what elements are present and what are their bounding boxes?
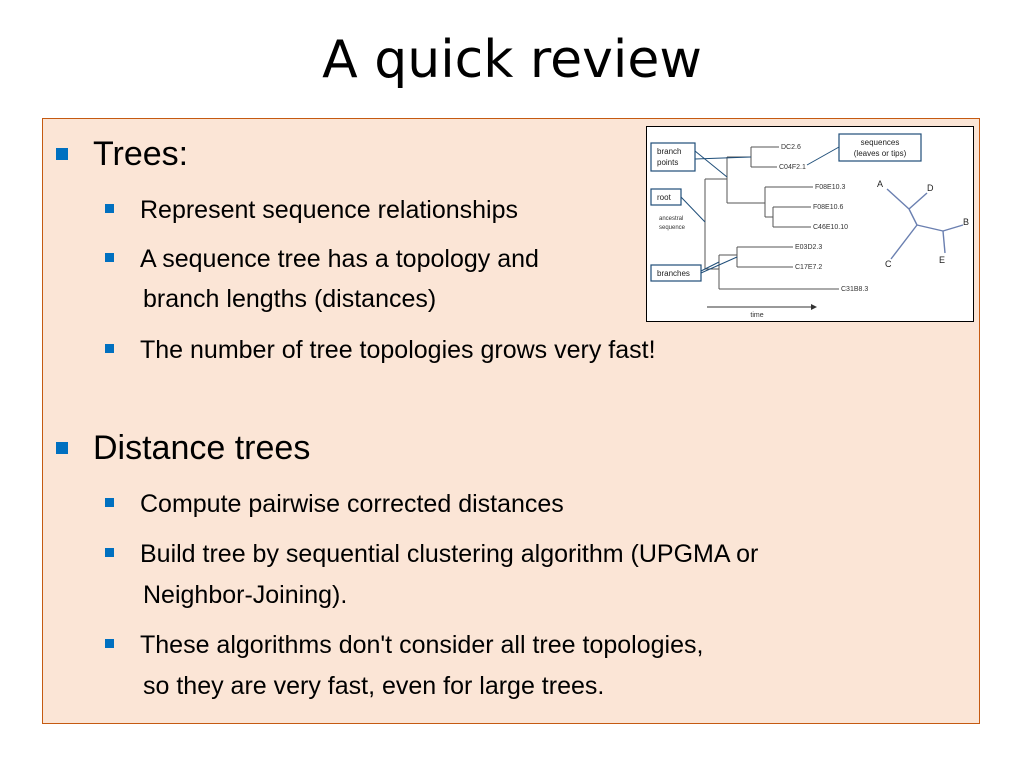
node-label: E [939,255,945,265]
callout-labels: branch points root branches sequences (l… [657,138,907,278]
node-label: B [963,217,969,227]
callout-pointers [680,146,840,274]
tree-diagram-svg: DC2.6 C04F2.1 F08E10.3 F08E10.6 C46E10.1… [650,133,969,319]
bullet-trees: Trees: [56,134,188,174]
bullet-algorithms: These algorithms don't consider all tree… [105,625,703,665]
bullet-build-tree-cont: Neighbor-Joining). [143,575,347,615]
callout-text: branches [657,269,690,278]
bullet-build-tree: Build tree by sequential clustering algo… [105,534,758,574]
bullet-topology: A sequence tree has a topology and [105,239,539,279]
bullet-text: branch lengths (distances) [143,285,437,313]
bullet-square-icon [105,548,114,557]
leaf-label: DC2.6 [781,144,801,151]
bullet-algorithms-cont: so they are very fast, even for large tr… [143,666,604,706]
bullet-distance-trees: Distance trees [56,428,310,468]
bullet-square-icon [105,498,114,507]
bullet-text: Represent sequence relationships [140,196,519,224]
node-label: D [927,183,934,193]
leaf-label: C31B8.3 [841,286,868,293]
callout-text: branch [657,147,681,156]
callout-branch-points [650,142,696,172]
callout-text: root [657,193,672,202]
bullet-text: A sequence tree has a topology and [140,245,539,273]
bullet-topology-cont: branch lengths (distances) [143,279,436,319]
leaf-label: C04F2.1 [779,164,806,171]
bullet-number-topologies: The number of tree topologies grows very… [105,330,656,370]
bullet-square-icon [56,442,68,454]
ancestral-text: ancestral [659,216,683,222]
bullet-square-icon [56,148,68,160]
leaf-label: F08E10.6 [813,204,843,211]
leaf-label: C46E10.10 [813,224,848,231]
bullet-text: so they are very fast, even for large tr… [143,672,605,700]
ancestral-text: sequence [659,225,686,231]
bullet-text: Trees: [93,135,189,173]
bullet-represent: Represent sequence relationships [105,190,518,230]
bullet-text: The number of tree topologies grows very… [140,336,656,364]
ancestral-label: ancestral sequence [659,216,686,231]
leaf-label: E03D2.3 [795,244,822,251]
bullet-text: Build tree by sequential clustering algo… [140,540,759,568]
node-label: C [885,259,892,269]
node-label: A [877,179,883,189]
bullet-text: Neighbor-Joining). [143,581,348,609]
bullet-text: These algorithms don't consider all tree… [140,631,704,659]
bullet-text: Compute pairwise corrected distances [140,490,564,518]
bullet-text: Distance trees [93,429,311,467]
time-axis: time [707,304,817,319]
callout-text: sequences [861,138,900,147]
leaf-label: F08E10.3 [815,184,845,191]
bullet-square-icon [105,344,114,353]
bullet-square-icon [105,639,114,648]
bullet-square-icon [105,253,114,262]
slide-title: A quick review [322,30,702,90]
bullet-compute: Compute pairwise corrected distances [105,484,564,524]
tree-figure: DC2.6 C04F2.1 F08E10.3 F08E10.6 C46E10.1… [646,126,974,322]
callout-text: points [657,158,678,167]
unrooted-labels: A D B E C [877,179,969,269]
leaf-label: C17E7.2 [795,264,822,271]
arrow-right-icon [811,304,817,310]
time-label: time [750,312,763,319]
bullet-square-icon [105,204,114,213]
callout-text: (leaves or tips) [854,149,907,158]
leaf-labels: DC2.6 C04F2.1 F08E10.3 F08E10.6 C46E10.1… [779,144,868,293]
unrooted-tree-branches [886,188,964,260]
